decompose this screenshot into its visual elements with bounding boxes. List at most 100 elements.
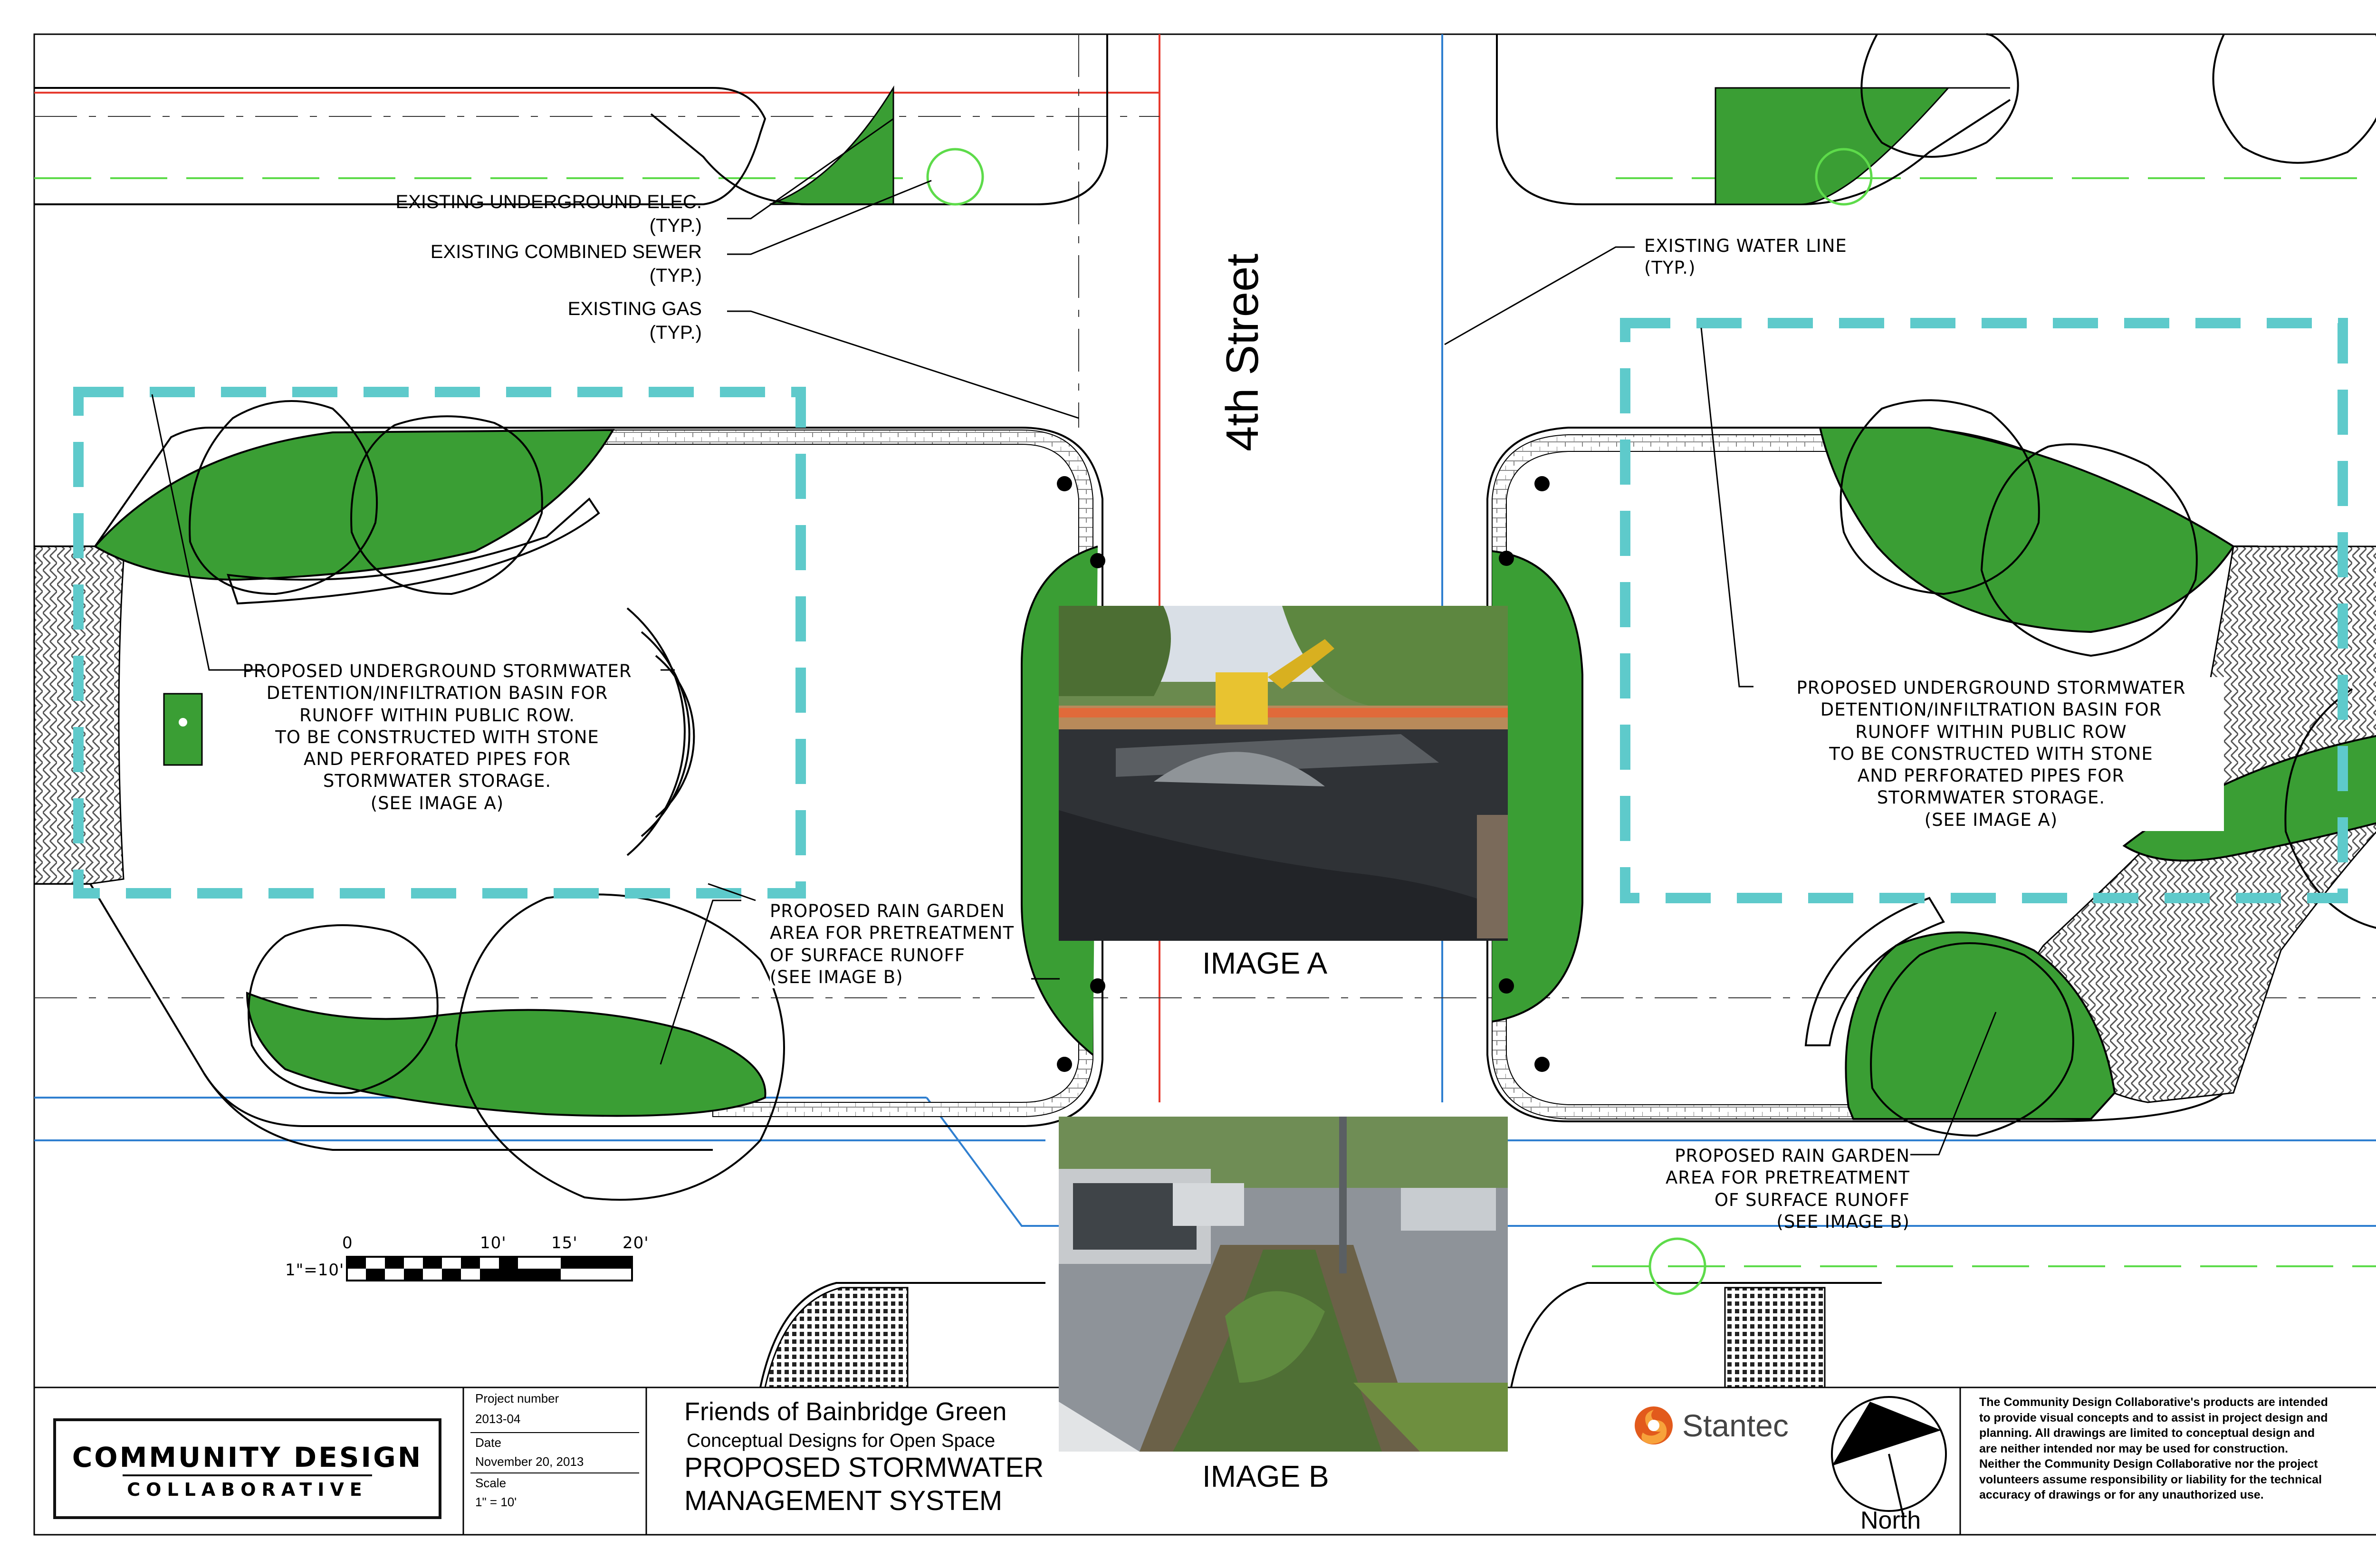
callout-line: TO BE CONSTRUCTED WITH STONE xyxy=(275,727,599,747)
photo-image-a xyxy=(1059,606,1508,941)
scale-tick-10: 10' xyxy=(480,1233,507,1252)
tree-left-1 xyxy=(189,400,378,595)
callout-line: PROPOSED RAIN GARDEN xyxy=(1675,1146,1910,1166)
left-brick-border xyxy=(603,430,1093,1117)
callout-line: PROPOSED UNDERGROUND STORMWATER xyxy=(242,661,632,681)
tree-top-right-2 xyxy=(2212,34,2376,164)
client-name: Friends of Bainbridge Green xyxy=(684,1397,1007,1426)
callout-existing-water: EXISTING WATER LINE (TYP.) xyxy=(1644,235,1847,279)
callout-line: (SEE IMAGE A) xyxy=(1924,809,2058,830)
bottom-right-pavers xyxy=(1724,1287,1826,1388)
disclaimer-text: The Community Design Collaborative's pro… xyxy=(1979,1395,2328,1503)
logo-line-2: COLLABORATIVE xyxy=(127,1479,368,1500)
north-arrow-icon xyxy=(1831,1396,1947,1516)
callout-line: EXISTING UNDERGROUND ELEC. xyxy=(395,191,702,212)
callout-line: PROPOSED UNDERGROUND STORMWATER xyxy=(1796,678,2186,698)
callout-line: OF SURFACE RUNOFF xyxy=(770,945,966,966)
top-left-curb xyxy=(650,34,1108,205)
callout-line: PROPOSED RAIN GARDEN xyxy=(770,901,1005,921)
right-rain-garden-curb xyxy=(1492,550,1583,1023)
callout-line: EXISTING COMBINED SEWER xyxy=(430,241,702,262)
disclaimer-line: to provide visual concepts and to assist… xyxy=(1979,1411,2328,1425)
photo-image-b xyxy=(1059,1117,1508,1452)
callout-line: RUNOFF WITHIN PUBLIC ROW. xyxy=(299,705,575,726)
left-pavers xyxy=(33,545,125,885)
sewer-manhole-top-right xyxy=(1815,148,1873,206)
right-drains xyxy=(1499,476,1550,1072)
callout-rain-garden-right: PROPOSED RAIN GARDEN AREA FOR PRETREATME… xyxy=(1666,1145,1910,1233)
callout-rain-garden-left: PROPOSED RAIN GARDEN AREA FOR PRETREATME… xyxy=(770,900,1015,988)
callout-underground-elec: EXISTING UNDERGROUND ELEC. (TYP.) xyxy=(395,190,702,238)
callout-line: TO BE CONSTRUCTED WITH STONE xyxy=(1829,743,2153,764)
callout-line: RUNOFF WITHIN PUBLIC ROW xyxy=(1855,721,2127,742)
callout-line: AREA FOR PRETREATMENT xyxy=(770,923,1015,944)
logo-community-design: COMMUNITY DESIGN COLLABORATIVE xyxy=(53,1418,441,1519)
sheet-title-line-2: MANAGEMENT SYSTEM xyxy=(684,1485,1003,1516)
left-bottom-curb xyxy=(203,1073,713,1151)
tree-right-3 xyxy=(1870,942,2074,1137)
sheet-title-line-1: PROPOSED STORMWATER xyxy=(684,1452,1044,1483)
callout-line: AREA FOR PRETREATMENT xyxy=(1665,1167,1910,1188)
left-block-outline xyxy=(34,427,1103,1127)
callout-line: (TYP.) xyxy=(649,215,702,236)
tree-right-2 xyxy=(1980,443,2198,657)
street-label: 4th Street xyxy=(1217,253,1268,451)
right-bottom-planting xyxy=(1845,931,2116,1120)
callout-line: EXISTING GAS xyxy=(567,298,702,319)
left-top-arc xyxy=(227,497,600,605)
tree-left-4 xyxy=(455,893,785,1201)
scale-value: 1" = 10' xyxy=(475,1495,517,1509)
callout-line: DETENTION/INFILTRATION BASIN FOR xyxy=(1820,699,2162,720)
disclaimer-line: volunteers assume responsibility or liab… xyxy=(1979,1472,2322,1486)
disclaimer-line: accuracy of drawings or for any unauthor… xyxy=(1979,1488,2264,1501)
date-label: Date xyxy=(475,1435,501,1450)
top-left-block xyxy=(34,87,766,205)
scale-tick-15: 15' xyxy=(551,1233,578,1252)
sewer-manhole-bottom-right xyxy=(1648,1237,1706,1295)
leader-lines xyxy=(151,118,1997,1156)
stantec-name: Stantec xyxy=(1682,1408,1789,1443)
tree-right-1 xyxy=(1839,399,2040,595)
right-top-planting xyxy=(1819,427,2235,633)
scale-bar-graphic xyxy=(346,1256,633,1281)
left-inlet xyxy=(163,693,203,766)
right-arc xyxy=(1804,897,1945,1046)
scale-tick-0: 0 xyxy=(342,1233,353,1252)
disclaimer-line: Neither the Community Design Collaborati… xyxy=(1979,1457,2318,1471)
callout-basin-right: PROPOSED UNDERGROUND STORMWATER DETENTIO… xyxy=(1758,677,2224,831)
disclaimer-line: The Community Design Collaborative's pro… xyxy=(1979,1396,2328,1409)
stantec-swirl-icon xyxy=(1635,1406,1673,1444)
callout-basin-left: PROPOSED UNDERGROUND STORMWATER DETENTIO… xyxy=(204,660,670,814)
callout-line: STORMWATER STORAGE. xyxy=(323,771,552,792)
water-service-line xyxy=(926,1097,1060,1227)
left-drains xyxy=(1057,476,1105,1072)
sewer-manhole-top-left xyxy=(926,148,984,206)
tree-right-4 xyxy=(2284,688,2376,929)
callout-existing-gas: EXISTING GAS (TYP.) xyxy=(568,297,702,344)
bottom-right-block xyxy=(1510,1282,1882,1388)
image-b-caption: IMAGE B xyxy=(1202,1459,1329,1493)
bottom-left-pavers xyxy=(764,1287,909,1388)
image-a-caption: IMAGE A xyxy=(1202,946,1328,980)
basin-right xyxy=(1620,318,2348,903)
scale-bar-label: 1"=10' xyxy=(285,1261,345,1280)
callout-line: AND PERFORATED PIPES FOR xyxy=(303,749,571,769)
basin-left xyxy=(73,387,806,899)
scale-tick-20: 20' xyxy=(623,1233,649,1252)
seating-arcs xyxy=(626,607,695,856)
project-number: 2013-04 xyxy=(475,1412,521,1426)
north-label: North xyxy=(1860,1507,1921,1534)
tree-left-3 xyxy=(248,924,439,1094)
callout-line: (SEE IMAGE A) xyxy=(370,793,504,813)
project-number-label: Project number xyxy=(475,1391,559,1405)
callout-line: (TYP.) xyxy=(649,265,702,286)
callout-line: AND PERFORATED PIPES FOR xyxy=(1857,765,2125,786)
logo-line-1: COMMUNITY DESIGN xyxy=(72,1441,423,1473)
tree-left-2 xyxy=(350,415,543,595)
callout-combined-sewer: EXISTING COMBINED SEWER (TYP.) xyxy=(431,240,702,287)
scale-label: Scale xyxy=(475,1476,507,1490)
callout-line: (SEE IMAGE B) xyxy=(770,966,903,987)
disclaimer-line: are neither intended nor may be used for… xyxy=(1979,1442,2289,1455)
top-right-curb xyxy=(1496,34,2011,205)
